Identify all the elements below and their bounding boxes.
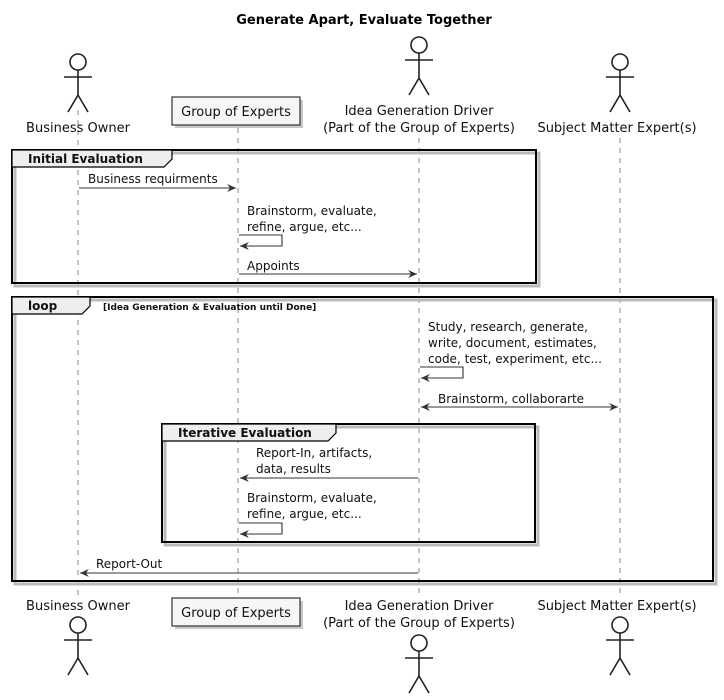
msg-report-in-line1: Report-In, artifacts, bbox=[256, 446, 372, 460]
label-idea-driver-top-line1: Idea Generation Driver bbox=[345, 104, 494, 119]
participant-box-group-of-experts-top: Group of Experts bbox=[171, 96, 303, 128]
msg-collaborate: Brainstorm, collaborarte bbox=[438, 392, 584, 406]
frame-iterative-label: Iterative Evaluation bbox=[178, 426, 312, 440]
actor-idea-driver-bottom bbox=[405, 634, 433, 694]
label-subject-matter-experts-bottom: Subject Matter Expert(s) bbox=[537, 599, 696, 614]
msg-brainstorm1-line2: refine, argue, etc... bbox=[247, 220, 362, 234]
label-idea-driver-top-line2: (Part of the Group of Experts) bbox=[323, 121, 515, 136]
msg-study-line1: Study, research, generate, bbox=[428, 320, 588, 334]
msg-study-line3: code, test, experiment, etc... bbox=[428, 352, 602, 366]
label-subject-matter-experts-top: Subject Matter Expert(s) bbox=[537, 121, 696, 136]
label-business-owner-top: Business Owner bbox=[26, 121, 131, 136]
actor-business-owner-bottom bbox=[64, 616, 92, 676]
actor-subject-matter-experts-top bbox=[606, 53, 634, 113]
msg-report-out: Report-Out bbox=[96, 557, 162, 571]
arrow-study-self bbox=[420, 366, 464, 382]
msg-study-line2: write, document, estimates, bbox=[428, 336, 597, 350]
msg-report-in-line2: data, results bbox=[256, 462, 331, 476]
msg-business-requirements: Business requirments bbox=[88, 172, 218, 186]
actor-subject-matter-experts-bottom bbox=[606, 616, 634, 676]
msg-brainstorm2-line2: refine, argue, etc... bbox=[247, 507, 362, 521]
msg-brainstorm2-line1: Brainstorm, evaluate, bbox=[247, 491, 377, 505]
label-business-owner-bottom: Business Owner bbox=[26, 599, 131, 614]
arrow-brainstorm2-self bbox=[239, 522, 283, 538]
diagram-title: Generate Apart, Evaluate Together bbox=[236, 13, 492, 28]
label-group-of-experts-top: Group of Experts bbox=[181, 105, 291, 120]
frame-iterative-evaluation: Iterative Evaluation bbox=[161, 423, 540, 547]
label-idea-driver-bottom-line2: (Part of the Group of Experts) bbox=[323, 616, 515, 631]
label-group-of-experts-bottom: Group of Experts bbox=[181, 606, 291, 621]
actor-business-owner-top bbox=[64, 53, 92, 113]
participant-box-group-of-experts-bottom: Group of Experts bbox=[171, 597, 303, 629]
actor-idea-driver-top bbox=[405, 36, 433, 96]
frame-loop-label: loop bbox=[28, 299, 58, 313]
label-idea-driver-bottom-line1: Idea Generation Driver bbox=[345, 599, 494, 614]
frame-loop: loop [Idea Generation & Evaluation until… bbox=[11, 296, 718, 586]
frame-initial-evaluation: Initial Evaluation bbox=[11, 149, 541, 288]
msg-brainstorm1-line1: Brainstorm, evaluate, bbox=[247, 204, 377, 218]
arrow-brainstorm1-self bbox=[239, 234, 283, 250]
frame-initial-label: Initial Evaluation bbox=[28, 152, 143, 166]
frame-loop-condition: [Idea Generation & Evaluation until Done… bbox=[103, 303, 316, 313]
msg-appoints: Appoints bbox=[247, 259, 300, 273]
